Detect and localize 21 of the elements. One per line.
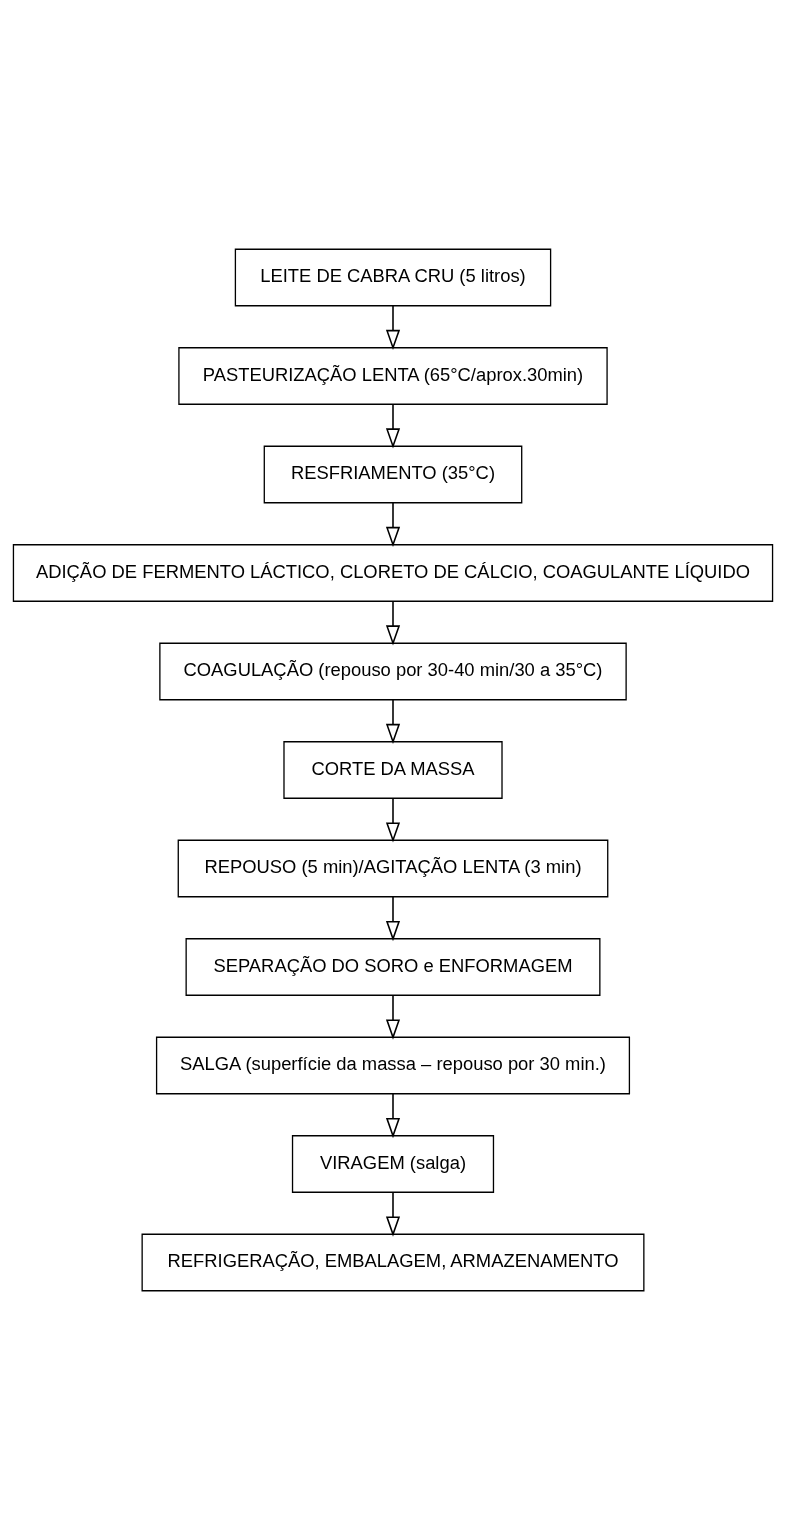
arrow [385, 1092, 401, 1138]
node-box: LEITE DE CABRA CRU (5 litros) [234, 248, 552, 306]
node-box: ADIÇÃO DE FERMENTO LÁCTICO, CLORETO DE CÁLCIO, COAGULANTE LÍQUIDO [12, 543, 774, 602]
arrow [385, 600, 401, 646]
node-box: VIRAGEM (salga) [291, 1134, 495, 1193]
node-box: REPOUSO (5 min)/AGITAÇÃO LENTA (3 min) [177, 839, 609, 897]
node-box: COAGULAÇÃO (repouso por 30-40 min/30 a 35°C) [159, 642, 627, 700]
node-box: CORTE DA MASSA [283, 740, 503, 799]
arrow [385, 698, 401, 744]
node-box: PASTEURIZAÇÃO LENTA (65°C/aprox.30min) [178, 346, 608, 405]
node-box: SALGA (superfície da massa – repouso por 30 min.) [155, 1036, 631, 1094]
arrow [385, 1191, 401, 1237]
arrow [385, 501, 401, 547]
node-box: SEPARAÇÃO DO SORO e ENFORMAGEM [185, 937, 601, 996]
node-box: RESFRIAMENTO (35°C) [263, 445, 523, 503]
arrow [385, 403, 401, 449]
node-box: REFRIGERAÇÃO, EMBALAGEM, ARMAZENAMENTO [141, 1233, 645, 1291]
arrow [385, 994, 401, 1040]
arrow [385, 797, 401, 843]
arrow [385, 304, 401, 350]
arrow [385, 895, 401, 941]
